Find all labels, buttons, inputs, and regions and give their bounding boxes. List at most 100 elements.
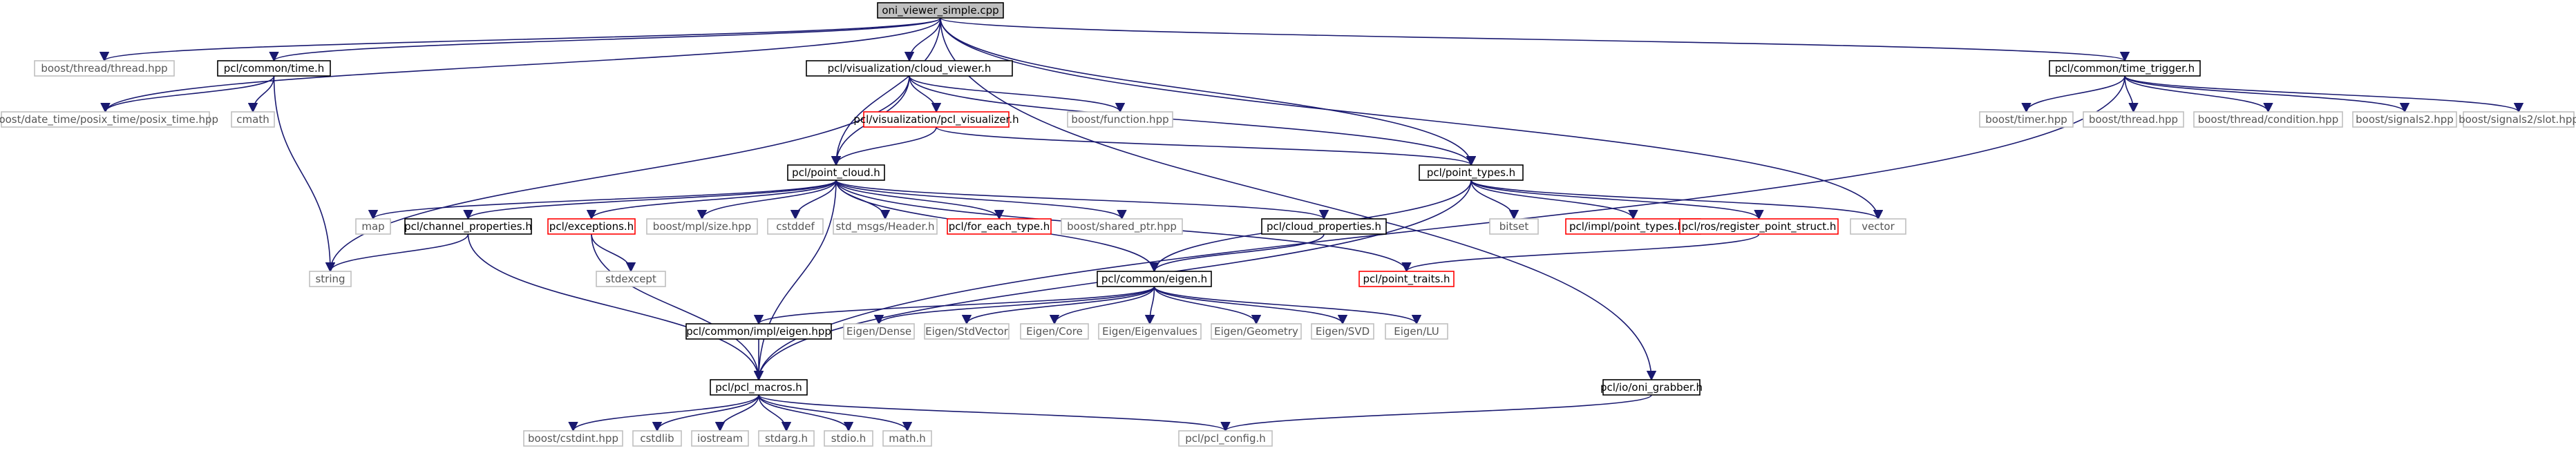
node-box <box>787 164 885 181</box>
edge-root-to-oni_grabber <box>940 17 1657 381</box>
node-box <box>824 430 873 447</box>
node-label: boost/signals2/slot.hpp <box>2459 113 2576 126</box>
node-point_traits[interactable]: pcl/point_traits.h <box>1358 271 1455 287</box>
node-box <box>685 323 832 340</box>
node-box <box>646 218 758 235</box>
edge-point_types-to-bitset <box>1470 180 1519 220</box>
edge-exceptions-to-pcl_macros <box>591 233 764 381</box>
node-label: math.h <box>889 432 925 445</box>
node-label: vector <box>1862 220 1895 233</box>
edge-cloud_viewer-to-pcl_visualizer <box>909 75 942 113</box>
node-cstdlib: cstdlib <box>632 430 682 447</box>
node-label: iostream <box>697 432 743 445</box>
node-time[interactable]: pcl/common/time.h <box>217 60 331 77</box>
edges-layer <box>100 17 2523 432</box>
node-slot: boost/signals2/slot.hpp <box>2459 111 2576 128</box>
node-cstdint: boost/cstdint.hpp <box>523 430 623 447</box>
edge-point_cloud-to-for_each_type <box>835 180 1005 220</box>
node-iostream: iostream <box>691 430 749 447</box>
node-eigenvalues: Eigen/Eigenvalues <box>1098 323 1202 340</box>
node-cloud_viewer[interactable]: pcl/visualization/cloud_viewer.h <box>806 60 1013 77</box>
node-root[interactable]: oni_viewer_simple.cpp <box>877 2 1004 19</box>
node-label: std_msgs/Header.h <box>835 220 934 233</box>
edge-root-to-thread <box>100 17 941 62</box>
node-box <box>1211 323 1302 340</box>
node-label: oni_viewer_simple.cpp <box>882 4 998 17</box>
edge-cloud_viewer-to-function <box>909 75 1126 113</box>
node-mathh: math.h <box>882 430 932 447</box>
edge-pcl_visualizer-to-point_types <box>936 126 1476 166</box>
edge-eigen-to-dense <box>873 286 1155 325</box>
edge-time_trigger-to-signals2 <box>2124 75 2409 113</box>
node-pcl_visualizer[interactable]: pcl/visualization/pcl_visualizer.h <box>853 111 1019 128</box>
edge-point_cloud-to-pcl_macros <box>753 180 837 381</box>
edge-time-to-cmath <box>247 75 275 113</box>
node-condition: boost/thread/condition.hpp <box>2193 111 2343 128</box>
node-box <box>1097 271 1212 287</box>
node-label: pcl/point_types.h <box>1427 166 1515 180</box>
node-box <box>1020 323 1089 340</box>
node-box <box>547 218 636 235</box>
node-label: pcl/channel_properties.h <box>404 220 532 233</box>
node-label: map <box>361 220 384 233</box>
node-box <box>2049 60 2201 77</box>
edge-cloud_viewer-to-point_types <box>909 75 1477 166</box>
node-register_point_struct[interactable]: pcl/ros/register_point_struct.h <box>1679 218 1839 235</box>
node-signals2: boost/signals2.hpp <box>2352 111 2457 128</box>
node-label: pcl/visualization/pcl_visualizer.h <box>853 113 1019 126</box>
node-box <box>2352 111 2457 128</box>
node-label: bitset <box>1499 220 1529 233</box>
node-dense: Eigen/Dense <box>843 323 915 340</box>
edge-channel_props-to-pcl_macros <box>467 233 764 381</box>
node-cloud_props[interactable]: pcl/cloud_properties.h <box>1261 218 1387 235</box>
node-geometry: Eigen/Geometry <box>1211 323 1302 340</box>
node-exceptions[interactable]: pcl/exceptions.h <box>547 218 636 235</box>
node-oni_grabber[interactable]: pcl/io/oni_grabber.h <box>1600 379 1703 396</box>
node-thread2: boost/thread.hpp <box>2083 111 2184 128</box>
node-label: Eigen/Eigenvalues <box>1102 325 1197 338</box>
node-stdvector: Eigen/StdVector <box>924 323 1010 340</box>
edge-eigen-to-impl_eigen <box>754 286 1155 325</box>
node-point_types[interactable]: pcl/point_types.h <box>1419 164 1524 181</box>
node-box <box>1679 218 1839 235</box>
edge-point_types-to-register_point_struct <box>1470 180 1764 220</box>
edge-pcl_macros-to-pcl_config <box>758 394 1231 432</box>
node-vector: vector <box>1850 218 1906 235</box>
node-point_cloud[interactable]: pcl/point_cloud.h <box>787 164 885 181</box>
node-label: boost/thread/condition.hpp <box>2198 113 2339 126</box>
node-box <box>1098 323 1202 340</box>
node-map: map <box>355 218 391 235</box>
node-eigen[interactable]: pcl/common/eigen.h <box>1097 271 1212 287</box>
node-thread: boost/thread/thread.hpp <box>34 60 175 77</box>
node-header: std_msgs/Header.h <box>833 218 938 235</box>
edge-root-to-vector <box>940 17 1884 220</box>
node-label: pcl/point_cloud.h <box>792 166 880 180</box>
node-time_trigger[interactable]: pcl/common/time_trigger.h <box>2049 60 2201 77</box>
node-box <box>1602 379 1701 396</box>
node-timer: boost/timer.hpp <box>1979 111 2074 128</box>
node-impl_eigen[interactable]: pcl/common/impl/eigen.hpp <box>685 323 832 340</box>
node-box <box>758 430 815 447</box>
edge-root-to-posix_time <box>100 17 941 113</box>
node-label: boost/mpl/size.hpp <box>653 220 751 233</box>
node-posix_time: boost/date_time/posix_time/posix_time.hp… <box>0 111 218 128</box>
node-box <box>710 379 808 396</box>
edge-pcl_macros-to-mathh <box>758 394 913 432</box>
node-impl_point_types[interactable]: pcl/impl/point_types.hpp <box>1565 218 1701 235</box>
edge-channel_props-to-string <box>325 233 469 273</box>
node-label: pcl/io/oni_grabber.h <box>1600 381 1703 394</box>
node-for_each_type[interactable]: pcl/for_each_type.h <box>947 218 1052 235</box>
node-pcl_macros[interactable]: pcl/pcl_macros.h <box>710 379 808 396</box>
node-stdarg: stdarg.h <box>758 430 815 447</box>
node-box <box>217 60 331 77</box>
edge-eigen-to-geometry <box>1153 286 1262 325</box>
node-label: Eigen/LU <box>1394 325 1439 338</box>
node-channel_props[interactable]: pcl/channel_properties.h <box>404 218 532 235</box>
node-box <box>34 60 175 77</box>
edge-pcl_macros-to-stdarg <box>758 394 792 432</box>
edge-register_point_struct-to-point_traits <box>1401 233 1760 273</box>
edge-pcl_macros-to-iostream <box>714 394 759 432</box>
edge-point_cloud-to-shared_ptr <box>835 180 1127 220</box>
node-box <box>1178 430 1273 447</box>
